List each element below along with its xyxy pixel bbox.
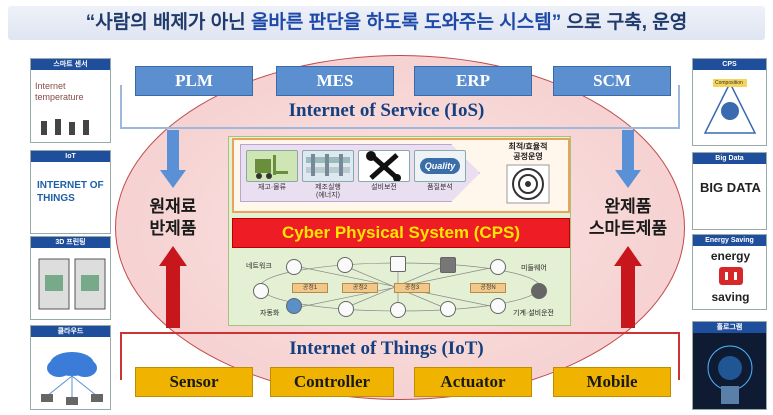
thumb-hologram: 홀로그램 — [692, 321, 767, 410]
controller-box: Controller — [270, 367, 394, 397]
network-caption: 네트워크 — [246, 263, 272, 270]
machine-node-icon — [531, 283, 547, 299]
thumb-iot-text: INTERNET OF THINGS — [37, 180, 104, 204]
iot-bracket — [120, 332, 680, 380]
thumb-big-data: Big Data BIG DATA — [692, 152, 767, 230]
inventory-tile — [246, 150, 298, 182]
board-node-icon — [390, 256, 406, 272]
mobile-box: Mobile — [553, 367, 671, 397]
manufacturing-tile — [302, 150, 354, 182]
right-flow-line1: 완제품 — [604, 197, 652, 216]
right-flow-line2: 스마트제품 — [588, 219, 668, 238]
process-3: 공정3 — [394, 283, 430, 293]
gauge-node-icon — [440, 301, 456, 317]
actuator-box: Actuator — [414, 367, 532, 397]
title-highlight: 올바른 판단을 하도록 도와주는 시스템” — [250, 12, 562, 33]
manufacturing-caption: 제조실행 (에너지) — [315, 184, 341, 199]
thumb-hologram-title: 홀로그램 — [693, 322, 766, 333]
cps-triangle-icon — [703, 79, 757, 134]
page-title: “사람의 배제가 아닌 올바른 판단을 하도록 도와주는 시스템” 으로 구축,… — [8, 6, 765, 40]
quality-badge: Quality — [419, 158, 461, 174]
network-node-icon — [286, 259, 302, 275]
goal-block: 최적/효율적 공정운영 — [493, 142, 563, 206]
thumb-bigdata-title: Big Data — [693, 153, 766, 164]
thumb-cps-title: CPS — [693, 59, 766, 70]
thumb-cps: CPS Composition — [692, 58, 767, 146]
saving-word: saving — [711, 290, 750, 304]
thumb-iot-title: IoT — [31, 151, 110, 162]
worker-node-icon — [253, 283, 269, 299]
goal-line1: 최적/효율적 — [508, 142, 548, 151]
ios-bracket — [120, 85, 680, 129]
maintenance-caption: 설비보전 — [371, 184, 397, 191]
thumb-cps-text: Composition — [715, 80, 743, 86]
iot-label: Internet of Things (IoT) — [289, 338, 484, 359]
left-flow-line2: 반제품 — [149, 219, 197, 238]
thumb-smart-sensor-title: 스마트 센서 — [31, 59, 110, 70]
right-flow-label: 완제품 스마트제품 — [576, 196, 680, 240]
device-node-icon — [440, 257, 456, 273]
process-n: 공정N — [470, 283, 506, 293]
thumb-smart-sensor-text: Internet temperature — [35, 81, 84, 102]
thumb-cloud: 클라우드 — [30, 325, 111, 410]
thumb-energy-title: Energy Saving — [693, 235, 766, 246]
server-node-icon — [490, 298, 506, 314]
middleware-caption: 미들웨어 — [521, 265, 547, 272]
thumb-iot: IoT INTERNET OF THINGS — [30, 150, 111, 234]
thumb-bigdata-text: BIG DATA — [700, 180, 761, 195]
thumb-cloud-title: 클라우드 — [31, 326, 110, 337]
goal-line2: 공정운영 — [513, 152, 543, 161]
inventory-caption: 재고·물류 — [257, 184, 287, 191]
hologram-icon — [707, 345, 753, 404]
camera-node-icon — [338, 301, 354, 317]
quality-tile: Quality — [414, 150, 466, 182]
machine-operation-caption: 기계·설비운전 — [513, 310, 554, 317]
title-prefix: “사람의 배제가 아닌 — [85, 12, 251, 33]
arrow-up-left-icon — [159, 246, 187, 328]
thumb-3d-printing: 3D 프린팅 — [30, 236, 111, 320]
wrench-screwdriver-icon — [366, 151, 401, 182]
forklift-icon — [255, 155, 288, 179]
middleware-node-icon — [490, 259, 506, 275]
title-suffix: 으로 구축, 운영 — [561, 12, 688, 33]
maintenance-tile — [358, 150, 410, 182]
robot-node-icon — [390, 302, 406, 318]
plug-icon — [719, 267, 743, 285]
left-flow-line1: 원재료 — [149, 197, 197, 216]
sensor-probes-icon — [41, 119, 89, 135]
scm-box: SCM — [553, 66, 671, 96]
arrow-down-right-icon — [615, 130, 641, 188]
ios-label: Internet of Service (IoS) — [288, 100, 485, 121]
controller-node-icon — [286, 298, 302, 314]
target-icon — [506, 164, 550, 204]
mes-box: MES — [276, 66, 394, 96]
thumb-energy-saving: Energy Saving energy saving — [692, 234, 767, 310]
cloud-icon — [41, 352, 103, 405]
cps-banner: Cyber Physical System (CPS) — [232, 218, 570, 248]
plm-box: PLM — [135, 66, 253, 96]
arrow-down-left-icon — [160, 130, 186, 188]
factory-line-icon — [306, 154, 350, 176]
process-2: 공정2 — [342, 283, 378, 293]
automation-caption: 자동화 — [260, 310, 280, 317]
printer-icon — [38, 258, 106, 310]
process-1: 공정1 — [292, 283, 328, 293]
sensor-box: Sensor — [135, 367, 253, 397]
energy-word: energy — [710, 249, 751, 263]
quality-caption: 품질분석 — [427, 184, 453, 191]
signal-node-icon — [337, 257, 353, 273]
left-flow-label: 원재료 반제품 — [130, 196, 216, 240]
thumb-smart-sensor: 스마트 센서 Internet temperature — [30, 58, 111, 143]
erp-box: ERP — [414, 66, 532, 96]
arrow-up-right-icon — [614, 246, 642, 328]
thumb-3d-title: 3D 프린팅 — [31, 237, 110, 248]
